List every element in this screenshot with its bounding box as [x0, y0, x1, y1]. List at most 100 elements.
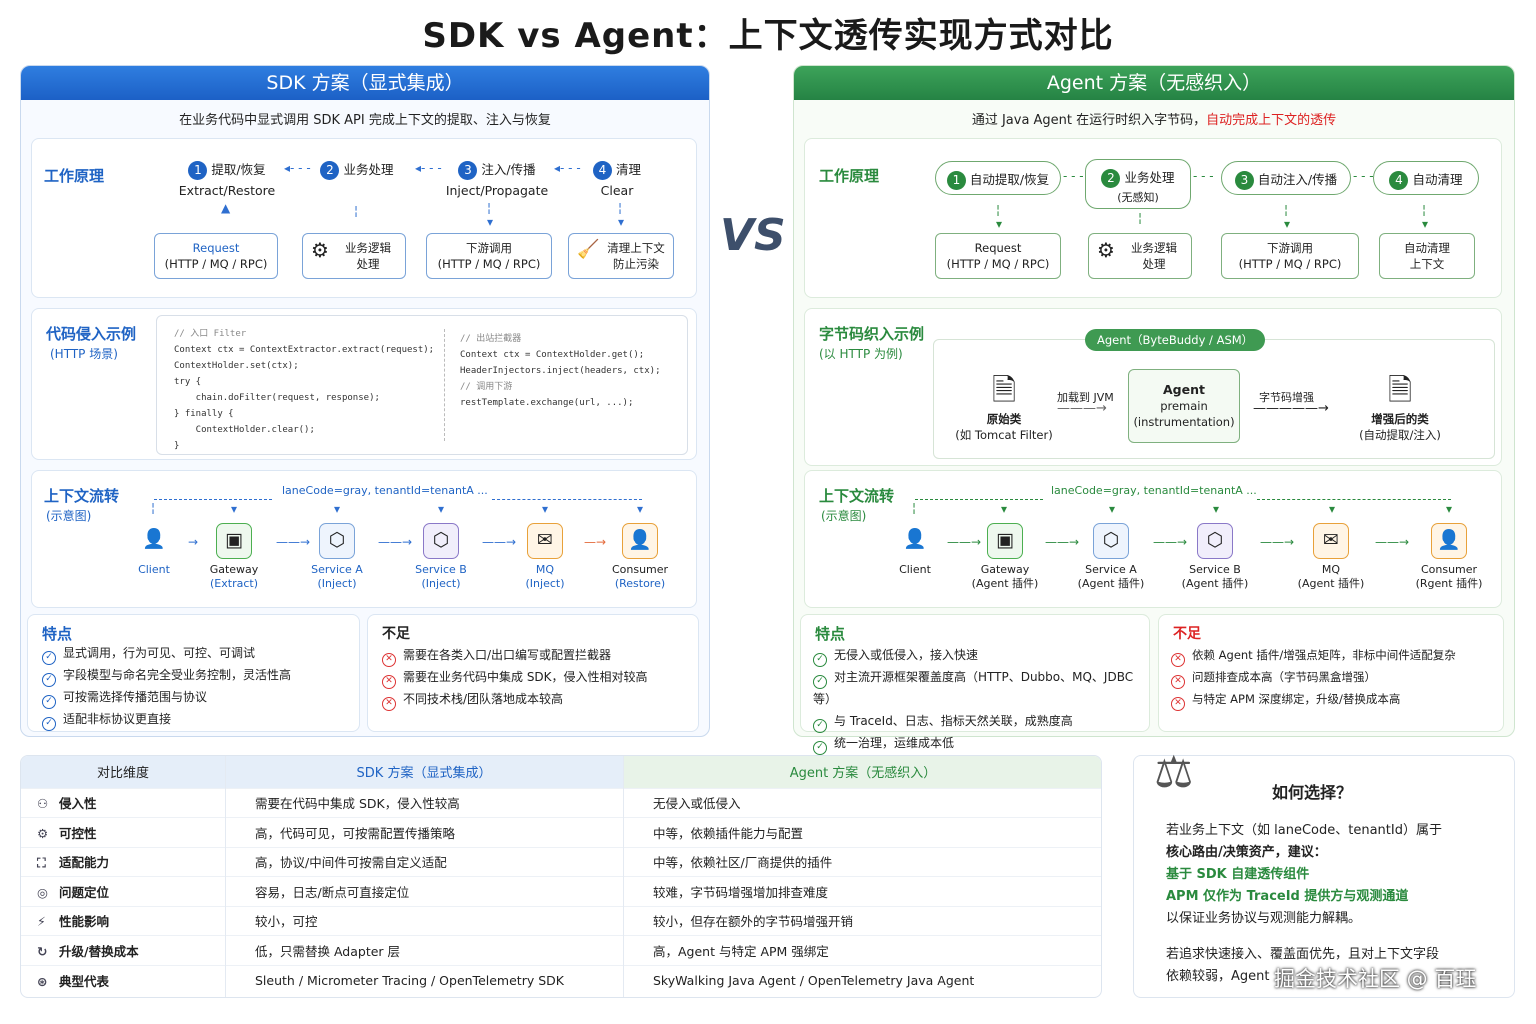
- table-row: ↻升级/替换成本低，只需替换 Adapter 层高，Agent 与特定 APM …: [21, 935, 1101, 965]
- agent-cons-label: 不足: [1173, 626, 1201, 642]
- sdk-panel: SDK 方案（显式集成） 在业务代码中显式调用 SDK API 完成上下文的提取…: [20, 65, 710, 737]
- agent-cons-list: ✕依赖 Agent 插件/增强点矩阵，非标中间件适配复杂 ✕问题排查成本高（字节…: [1171, 645, 1456, 711]
- vs-label: VS: [720, 210, 786, 261]
- sdk-cons-card: 不足 ✕需要在各类入口/出口编写或配置拦截器 ✕需要在业务代码中集成 SDK，侵…: [367, 614, 699, 732]
- sdk-box-biz: ⚙业务逻辑处理: [302, 233, 406, 279]
- perf-icon: ⚡: [37, 914, 46, 930]
- agent-weave-sub: (以 HTTP 为例): [819, 347, 903, 361]
- agent-subtitle: 通过 Java Agent 在运行时织入字节码，自动完成上下文的透传: [971, 113, 1337, 128]
- sdk-subtitle: 在业务代码中显式调用 SDK API 完成上下文的提取、注入与恢复: [179, 113, 551, 128]
- gateway-icon: ▣: [216, 523, 252, 559]
- sdk-principle-label: 工作原理: [44, 167, 105, 185]
- agent-node-service-b: ⬡Service B(Agent 插件): [1177, 523, 1253, 591]
- sdk-cons-list: ✕需要在各类入口/出口编写或配置拦截器 ✕需要在业务代码中集成 SDK，侵入性相…: [382, 645, 648, 711]
- watermark: 掘金技术社区 @ 百珏: [1274, 967, 1477, 991]
- agent-pros-label: 特点: [815, 625, 846, 643]
- table-row: ⚙可控性高，代码可见，可按需配置传播策略中等，依赖插件能力与配置: [21, 817, 1101, 847]
- agent-flow-ctx: laneCode=gray, tenantId=tenantA ...: [1051, 484, 1257, 497]
- enhance-label: 字节码增强: [1259, 391, 1314, 404]
- enhanced-class: 🗎增强后的类(自动提取/注入): [1345, 371, 1455, 443]
- broom-icon: 🧹: [577, 239, 600, 260]
- agent-panel: Agent 方案（无感织入） 通过 Java Agent 在运行时织入字节码，自…: [793, 65, 1515, 755]
- upgrade-icon: ↻: [37, 943, 48, 959]
- sdk-node-mq: ✉MQ(Inject): [515, 523, 575, 591]
- comparison-table-wrap: 对比维度 SDK 方案（显式集成） Agent 方案（无感织入） ⚇侵入性需要在…: [20, 755, 1102, 998]
- cube-icon: ⬡: [1093, 523, 1129, 559]
- agent-weave-tag: Agent（ByteBuddy / ASM）: [1085, 329, 1266, 351]
- sdk-node-client: 👤Client: [124, 523, 184, 577]
- sdk-flow-card: 上下文流转 (示意图) laneCode=gray, tenantId=tena…: [31, 470, 697, 608]
- col-agent: Agent 方案（无感织入）: [623, 756, 1101, 788]
- mail-icon: ✉: [1313, 523, 1349, 559]
- sdk-code-sub: (HTTP 场景): [50, 347, 118, 361]
- sdk-box-clear: 🧹清理上下文防止污染: [568, 233, 674, 279]
- sdk-node-service-b: ⬡Service B(Inject): [411, 523, 471, 591]
- gear-icon: ⚙: [1097, 238, 1115, 262]
- agent-flow-card: 上下文流转 (示意图) laneCode=gray, tenantId=tena…: [804, 470, 1502, 608]
- sdk-code-label: 代码侵入示例: [46, 325, 137, 343]
- sdk-pros-card: 特点 ✓显式调用，行为可见、可控、可调试 ✓字段模型与命名完全受业务控制，灵活性…: [27, 614, 360, 732]
- cube-icon: ⬡: [1197, 523, 1233, 559]
- table-row: ⚡性能影响较小，可控较小，但存在额外的字节码增强开销: [21, 905, 1101, 936]
- agent-node-client: 👤Client: [885, 523, 945, 577]
- agent-box-downstream: 下游调用(HTTP / MQ / RPC): [1221, 233, 1359, 279]
- locate-icon: ◎: [37, 884, 48, 900]
- sdk-pros-list: ✓显式调用，行为可见、可控、可调试 ✓字段模型与命名完全受业务控制，灵活性高 ✓…: [42, 643, 291, 731]
- control-icon: ⚙: [37, 825, 49, 841]
- col-sdk: SDK 方案（显式集成）: [225, 756, 623, 788]
- choose-box: ⚖ 如何选择？ 若业务上下文（如 laneCode、tenantId）属于 核心…: [1133, 747, 1515, 998]
- sdk-flow-label: 上下文流转: [44, 487, 120, 505]
- col-dimension: 对比维度: [21, 756, 225, 788]
- file-icon: 🗎: [991, 373, 1017, 408]
- agent-header: Agent 方案（无感织入）: [794, 66, 1514, 100]
- agent-box-biz: ⚙业务逻辑处理: [1088, 233, 1192, 279]
- file-icon: 🗎: [1387, 373, 1413, 408]
- cube-icon: ⬡: [423, 523, 459, 559]
- agent-weave-card: 字节码织入示例 (以 HTTP 为例) Agent（ByteBuddy / AS…: [804, 308, 1502, 466]
- table-row: ⛶适配能力高，协议/中间件可按需自定义适配中等，依赖社区/厂商提供的插件: [21, 846, 1101, 877]
- sdk-node-gateway: ▣Gateway(Extract): [204, 523, 264, 591]
- agent-flow-label: 上下文流转: [819, 487, 895, 505]
- agent-box-clear: 自动清理上下文: [1379, 233, 1475, 279]
- scale-icon: ⚖: [1154, 747, 1194, 798]
- agent-box-request: Request(HTTP / MQ / RPC): [935, 233, 1061, 279]
- sdk-box-downstream: 下游调用(HTTP / MQ / RPC): [426, 233, 552, 279]
- gear-icon: ⚙: [311, 238, 329, 262]
- table-row: ◎问题定位容易，日志/断点可直接定位较难，字节码增强增加排查难度: [21, 876, 1101, 906]
- agent-pros-list: ✓无侵入或低侵入，接入快速 ✓对主流开源框架覆盖度高（HTTP、Dubbo、MQ…: [813, 645, 1149, 755]
- comparison-table: 对比维度 SDK 方案（显式集成） Agent 方案（无感织入） ⚇侵入性需要在…: [21, 756, 1101, 995]
- adapt-icon: ⛶: [37, 855, 46, 871]
- agent-flow-sub: (示意图): [821, 509, 867, 523]
- page-title: SDK vs Agent：上下文透传实现方式对比: [422, 16, 1114, 56]
- intercept-label: 加载到 JVM: [1057, 391, 1114, 404]
- user-icon: 👤: [622, 523, 658, 559]
- user-icon: 👤: [903, 528, 927, 550]
- table-row: ⚇侵入性需要在代码中集成 SDK，侵入性较高无侵入或低侵入: [21, 787, 1101, 818]
- agent-node-mq: ✉MQ(Agent 插件): [1293, 523, 1369, 591]
- agent-node-service-a: ⬡Service A(Agent 插件): [1073, 523, 1149, 591]
- mail-icon: ✉: [527, 523, 563, 559]
- sdk-flow-ctx: laneCode=gray, tenantId=tenantA ...: [282, 484, 488, 497]
- agent-principle-label: 工作原理: [819, 167, 880, 185]
- agent-weave-label: 字节码织入示例: [819, 325, 925, 343]
- choose-body: 若业务上下文（如 laneCode、tenantId）属于 核心路由/决策资产，…: [1166, 823, 1442, 984]
- sdk-pros-label: 特点: [42, 625, 73, 643]
- agent-node-gateway: ▣Gateway(Agent 插件): [967, 523, 1043, 591]
- choose-title: 如何选择？: [1272, 783, 1353, 802]
- agent-pros-card: 特点 ✓无侵入或低侵入，接入快速 ✓对主流开源框架覆盖度高（HTTP、Dubbo…: [800, 614, 1150, 755]
